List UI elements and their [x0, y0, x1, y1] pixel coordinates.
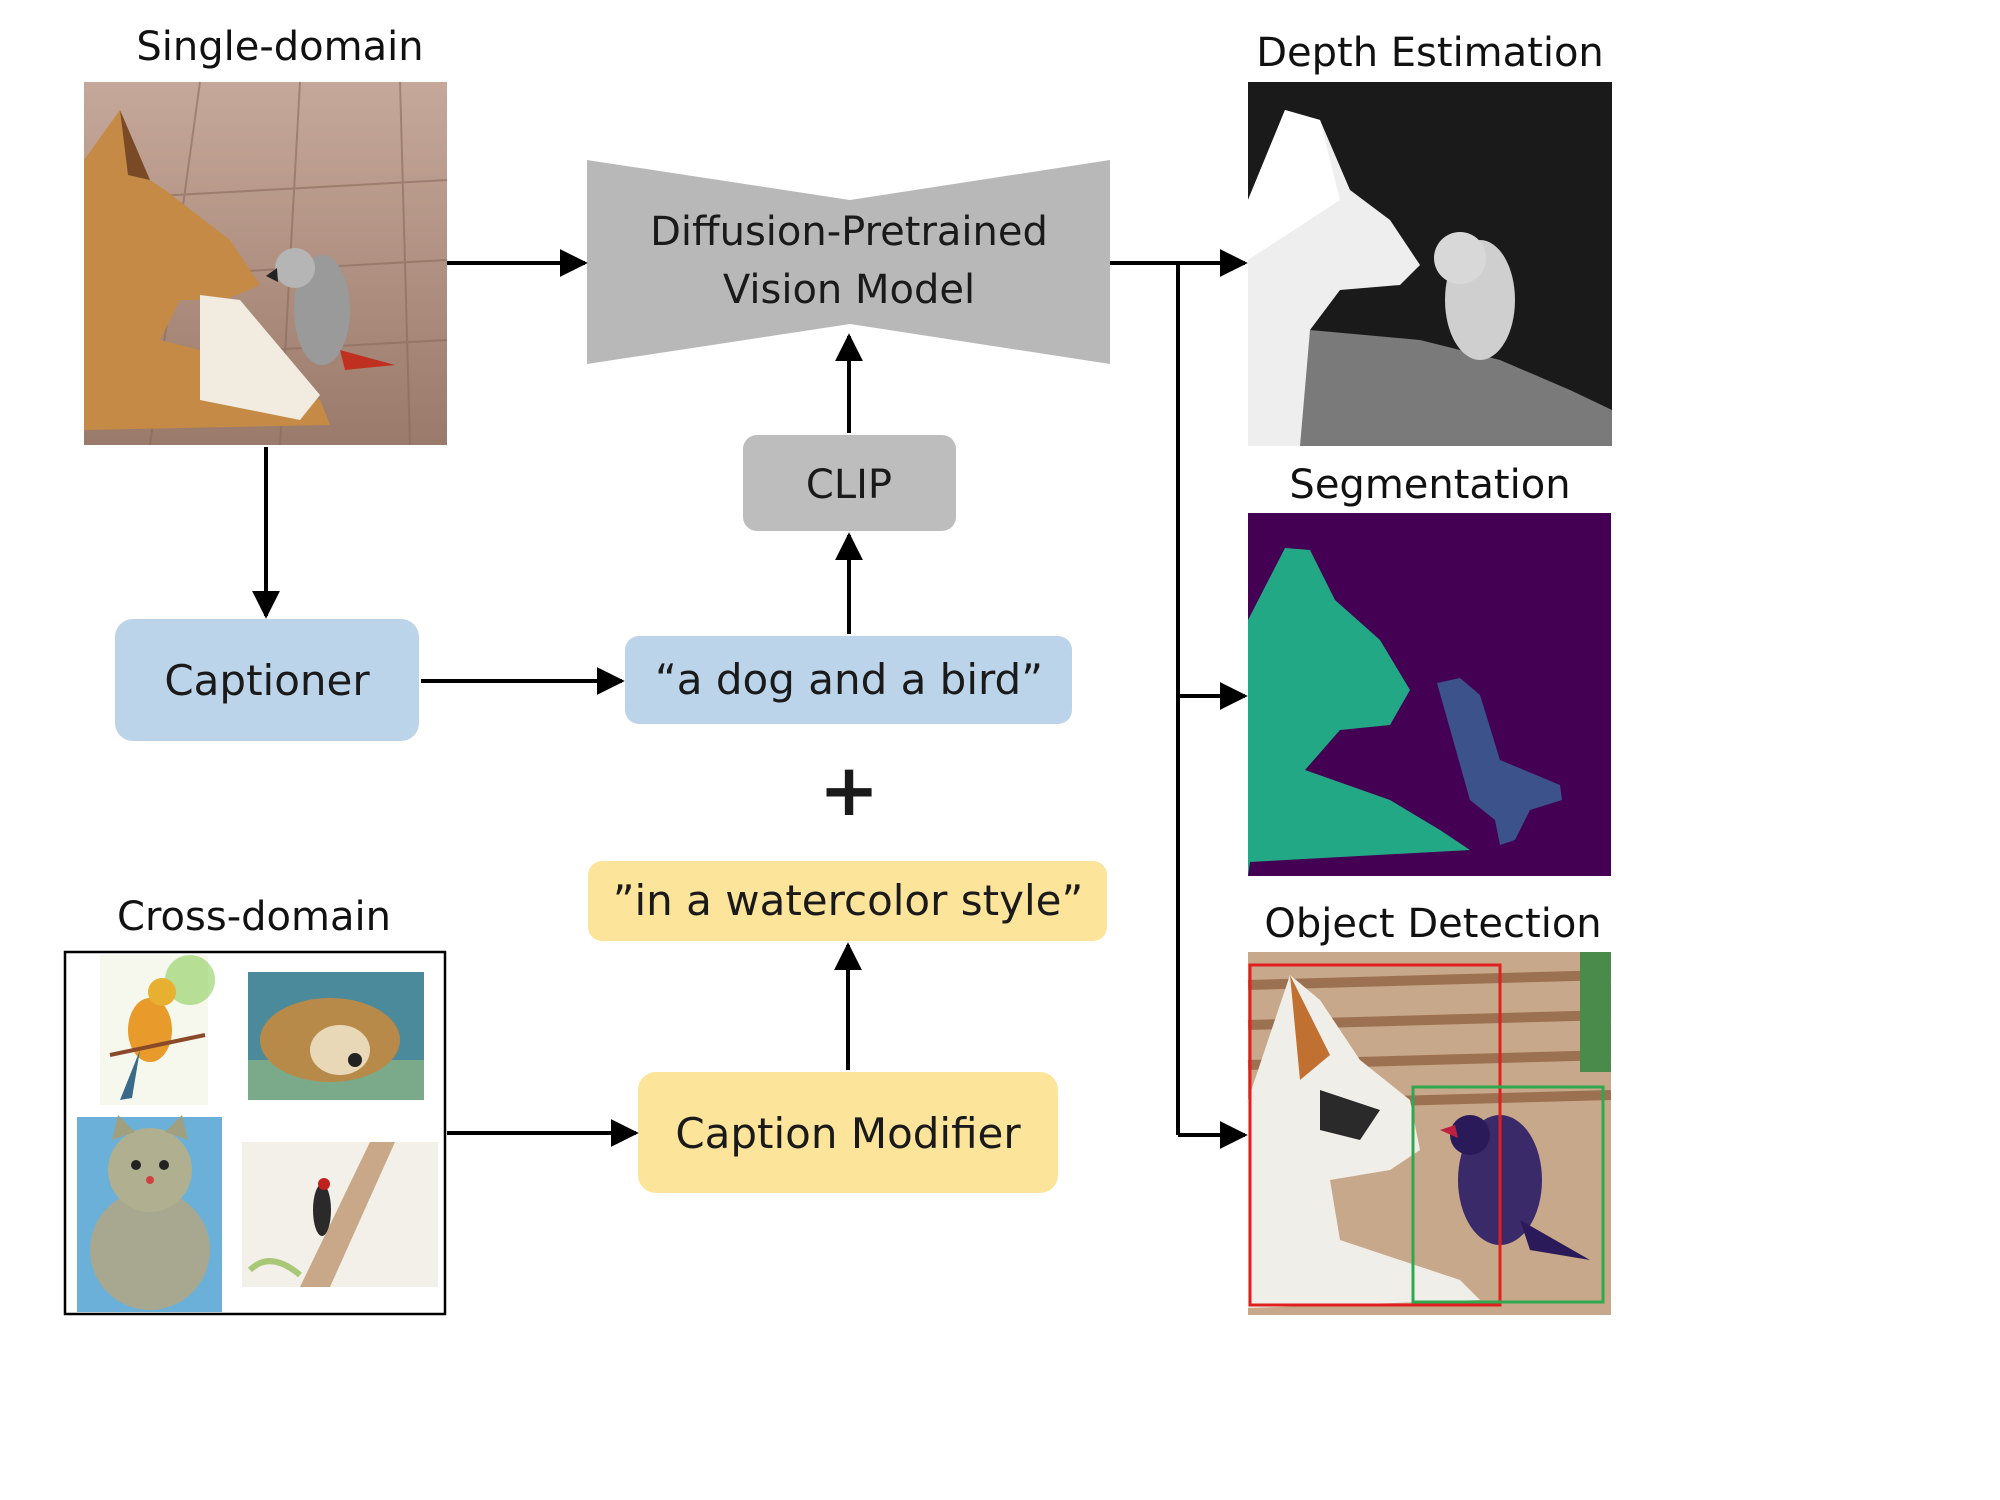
diffusion-model-title-line1: Diffusion-Pretrained — [650, 209, 1048, 255]
watercolor-cat-thumbnail — [77, 1115, 222, 1312]
caption-label: “a dog and a bird” — [655, 655, 1043, 704]
watercolor-woodpecker-thumbnail — [242, 1142, 438, 1287]
segmentation-output — [1248, 513, 1611, 876]
style-prompt-box — [588, 861, 1107, 941]
captioner-box — [115, 619, 419, 741]
clip-box — [743, 435, 956, 531]
watercolor-dog-thumbnail — [248, 972, 424, 1100]
bbox-bird — [1411, 1085, 1605, 1304]
object-detection-output — [1247, 952, 1612, 1315]
clip-label: CLIP — [806, 462, 892, 508]
watercolor-bird-thumbnail — [100, 955, 215, 1105]
object-detection-label: Object Detection — [1264, 901, 1601, 947]
depth-estimation-output — [1248, 82, 1612, 446]
segmentation-label: Segmentation — [1289, 462, 1570, 508]
plus-sign: + — [819, 748, 879, 832]
style-prompt-label: ”in a watercolor style” — [613, 876, 1083, 925]
bbox-dog — [1248, 963, 1502, 1307]
depth-estimation-label: Depth Estimation — [1256, 30, 1604, 76]
arrows — [252, 249, 1248, 1149]
captioner-label: Captioner — [164, 656, 370, 705]
diffusion-model-shape — [587, 160, 1110, 364]
single-domain-photo — [83, 81, 448, 446]
single-domain-label: Single-domain — [136, 24, 423, 70]
diffusion-model-title-line2: Vision Model — [723, 267, 975, 313]
caption-modifier-box — [638, 1072, 1058, 1193]
cross-domain-label: Cross-domain — [117, 894, 391, 940]
caption-box — [625, 636, 1072, 724]
caption-modifier-label: Caption Modifier — [675, 1109, 1021, 1158]
